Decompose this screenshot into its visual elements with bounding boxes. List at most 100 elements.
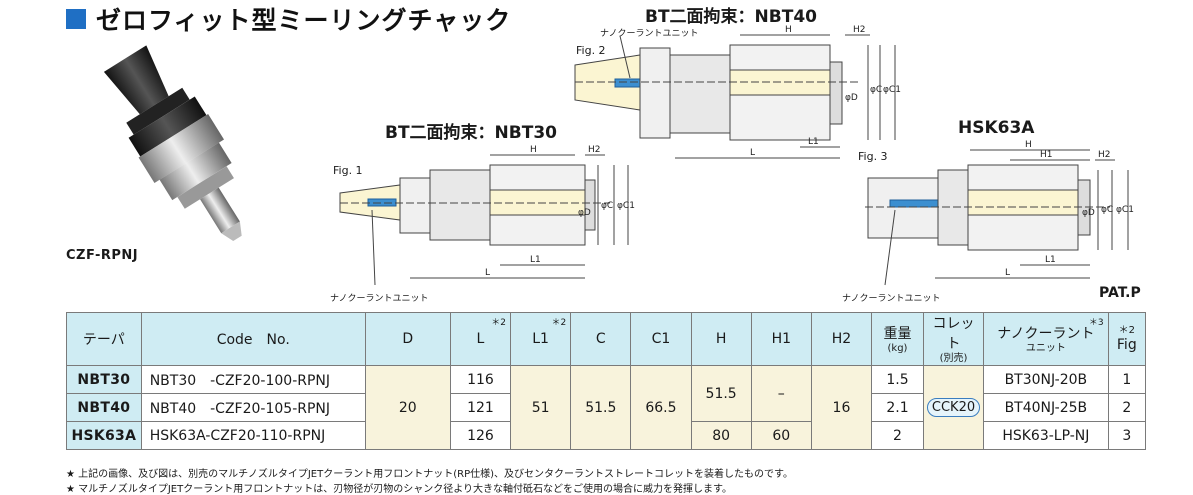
- collet-pill: CCK20: [926, 398, 981, 417]
- cell-d: 20: [364, 365, 451, 450]
- th-nano-sub: ユニット: [1025, 343, 1066, 354]
- fig3-nano-note: ナノクーラントユニット: [842, 294, 941, 304]
- th-nano: ナノクーラント＊3 ユニット: [983, 312, 1109, 366]
- th-taper: テーパ: [66, 312, 142, 366]
- cell-code: HSK63A-CZF20-110-RPNJ: [140, 421, 366, 450]
- fig2-drawing: [574, 34, 896, 159]
- dim-d-fig3: φD: [1082, 208, 1095, 218]
- dim-h2-fig1: H2: [588, 145, 601, 155]
- fig3-label: Fig. 3: [858, 150, 888, 163]
- th-weight: 重量(kg): [871, 312, 924, 366]
- cell-taper: NBT40: [66, 393, 142, 422]
- th-l-star: ＊2: [491, 318, 507, 328]
- cell-h1-hsk: 60: [750, 421, 812, 450]
- dim-h2-fig3: H2: [1098, 150, 1111, 160]
- dim-l-fig1: L: [485, 268, 490, 278]
- th-collet-text: コレット: [932, 316, 975, 352]
- cell-nano: HSK63-LP-NJ: [983, 421, 1109, 450]
- dim-c-fig3: φC: [1101, 205, 1113, 215]
- th-weight-text: 重量: [883, 326, 912, 342]
- cell-fig: 1: [1107, 365, 1147, 394]
- th-l1: L1＊2: [510, 312, 572, 366]
- footnote-1: ★ 上記の画像、及び図は、別売のマルチノズルタイプJETクーラント用フロントナッ…: [66, 469, 793, 480]
- dim-h-fig2: H: [785, 25, 792, 35]
- cell-nano: BT40NJ-25B: [983, 393, 1109, 422]
- fig3-drawing: [865, 149, 1129, 279]
- footnote-2: ★ マルチノズルタイプJETクーラント用フロントナットは、刃物径が刃物のシャンク…: [66, 484, 733, 495]
- th-h1: H1: [750, 312, 812, 366]
- th-fig-text: Fig: [1116, 337, 1137, 353]
- dim-l1-fig2: L1: [808, 137, 819, 147]
- cell-nano: BT30NJ-20B: [983, 365, 1109, 394]
- cell-code: NBT30 -CZF20-100-RPNJ: [140, 365, 366, 394]
- cell-c1: 66.5: [630, 365, 692, 450]
- fig1-label: Fig. 1: [333, 164, 363, 177]
- dim-h-fig1: H: [530, 145, 537, 155]
- th-nano-star: ＊3: [1088, 318, 1104, 328]
- spec-table: テーパ Code No. D L＊2 L1＊2 C C1 H H1 H2 重量(…: [66, 312, 1147, 450]
- cell-taper: HSK63A: [66, 421, 142, 450]
- table-row: HSK63A HSK63A-CZF20-110-RPNJ 126 80 60 2…: [66, 421, 1147, 450]
- th-code: Code No.: [140, 312, 366, 366]
- dim-l-fig3: L: [1005, 268, 1010, 278]
- dim-c1-fig3: φC1: [1116, 205, 1134, 215]
- dim-d-fig1: φD: [578, 208, 591, 218]
- th-nano-text: ナノクーラント: [997, 326, 1095, 342]
- technical-drawings: H H2 L L1 φD φC φC1 H H2 L L1 φD φC φC1 …: [339, 25, 1134, 286]
- th-c1: C1: [630, 312, 692, 366]
- title-square-icon: [66, 9, 86, 29]
- th-l-text: L: [476, 331, 485, 347]
- cell-h1-bt: –: [750, 365, 812, 422]
- cell-l: 121: [449, 393, 512, 422]
- th-l: L ＊2: [449, 312, 512, 366]
- dim-c1-fig1: φC1: [617, 201, 635, 211]
- th-l1-text: L1: [532, 331, 549, 347]
- dim-c-fig1: φC: [601, 201, 613, 211]
- cell-c: 51.5: [570, 365, 632, 450]
- cell-fig: 2: [1107, 393, 1147, 422]
- fig1-nano-note: ナノクーラントユニット: [330, 294, 429, 304]
- fig1-drawing: [339, 154, 629, 279]
- cell-weight: 2.1: [871, 393, 924, 422]
- th-h: H: [690, 312, 752, 366]
- nbt30-label: BT二面拘束：NBT30: [385, 123, 557, 143]
- dim-l1-fig3: L1: [1045, 255, 1056, 265]
- dim-d-fig2: φD: [845, 93, 858, 103]
- table-row: NBT30 NBT30 -CZF20-100-RPNJ 20 116 51 51…: [66, 365, 1147, 450]
- product-photo: [103, 45, 242, 242]
- page-title: ゼロフィット型ミーリングチャック: [96, 6, 512, 35]
- dim-h1-fig3: H1: [1040, 150, 1053, 160]
- table-header-row: テーパ Code No. D L＊2 L1＊2 C C1 H H1 H2 重量(…: [66, 312, 1147, 366]
- cell-h-hsk: 80: [690, 421, 752, 450]
- th-d: D: [364, 312, 451, 366]
- cell-code: NBT40 -CZF20-105-RPNJ: [140, 393, 366, 422]
- dim-h-fig3: H: [1025, 140, 1032, 150]
- th-h2: H2: [810, 312, 873, 366]
- fig2-label: Fig. 2: [576, 44, 606, 57]
- nbt40-label: BT二面拘束：NBT40: [645, 7, 817, 27]
- th-collet: コレット(別売): [922, 312, 985, 366]
- dim-l-fig2: L: [750, 148, 755, 158]
- th-collet-sub: (別売): [939, 353, 968, 364]
- cell-fig: 3: [1107, 421, 1147, 450]
- page-title-block: ゼロフィット型ミーリングチャック: [66, 4, 512, 35]
- cell-weight: 1.5: [871, 365, 924, 394]
- dim-h2-fig2: H2: [853, 25, 866, 35]
- cell-l1: 51: [510, 365, 572, 450]
- cell-l: 126: [449, 421, 512, 450]
- product-label: CZF-RPNJ: [66, 248, 139, 263]
- cell-collet: CCK20: [922, 365, 985, 450]
- th-l1-star: ＊2: [551, 318, 567, 328]
- cell-h-bt: 51.5: [690, 365, 752, 422]
- fig2-nano-note: ナノクーラントユニット: [600, 29, 699, 39]
- patent-pending-label: PAT.P: [1099, 285, 1141, 301]
- cell-weight: 2: [871, 421, 924, 450]
- dim-c1-fig2: φC1: [883, 85, 901, 95]
- cell-l: 116: [449, 365, 512, 394]
- th-c: C: [570, 312, 632, 366]
- th-fig-star: ＊2: [1118, 325, 1135, 336]
- dim-l1-fig1: L1: [530, 255, 541, 265]
- hsk63a-label: HSK63A: [958, 118, 1035, 138]
- cell-h2: 16: [810, 365, 873, 450]
